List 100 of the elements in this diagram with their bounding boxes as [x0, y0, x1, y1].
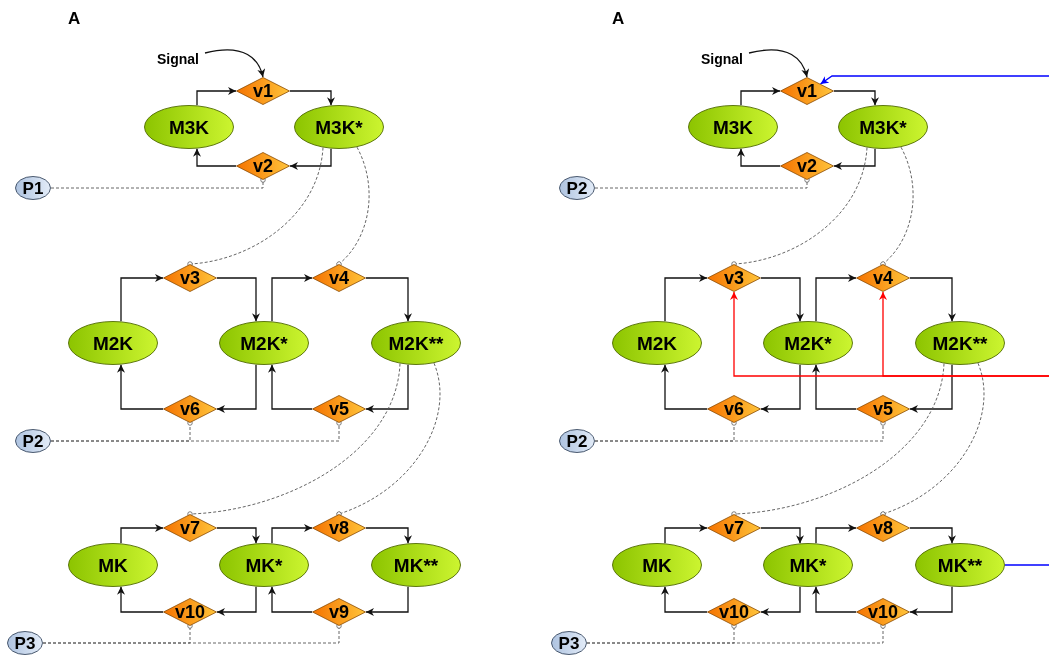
- arrow: [833, 148, 876, 170]
- arrow: [879, 291, 1049, 377]
- node-label: MK: [98, 555, 128, 575]
- reaction-diamond: [312, 395, 366, 423]
- arrow: [760, 364, 801, 413]
- arrow: [760, 527, 804, 544]
- arrow: [664, 274, 708, 322]
- phosphatase-oval: [559, 176, 595, 200]
- species-ellipse: [371, 321, 461, 365]
- reaction-diamond: [163, 264, 217, 292]
- panel-label: A: [612, 10, 625, 27]
- arrow: [365, 277, 412, 322]
- arrow: [271, 274, 313, 322]
- arrow: [909, 364, 953, 413]
- arrow: [289, 148, 332, 170]
- arrow: [268, 586, 313, 613]
- node-label: v8: [329, 519, 349, 537]
- arrow: [909, 586, 953, 616]
- node-label: v6: [180, 400, 200, 418]
- species-ellipse: [68, 321, 158, 365]
- reaction-diamond: [312, 514, 366, 542]
- reaction-diamond: [163, 598, 217, 626]
- node-label: M3K*: [315, 117, 363, 137]
- reaction-diamond: [707, 395, 761, 423]
- arrow: [271, 524, 313, 544]
- node-label: v3: [724, 269, 744, 287]
- arrow: [661, 364, 708, 410]
- node-label: v5: [873, 400, 893, 418]
- reaction-diamond: [856, 514, 910, 542]
- species-ellipse: [219, 321, 309, 365]
- phosphatase-oval: [15, 429, 51, 453]
- node-label: P3: [14, 634, 36, 652]
- arrow: [365, 364, 409, 413]
- reaction-diamond: [163, 395, 217, 423]
- arrow: [737, 148, 781, 167]
- arrow: [289, 90, 335, 106]
- arrow: [365, 586, 409, 616]
- reaction-diamond: [707, 514, 761, 542]
- node-label: MK*: [789, 555, 827, 575]
- node-label: P2: [22, 432, 44, 450]
- node-label: M2K*: [784, 333, 832, 353]
- panel-label: A: [68, 10, 81, 27]
- node-label: v1: [253, 82, 273, 100]
- node-label: M2K: [92, 333, 134, 353]
- arrow: [909, 527, 956, 544]
- arrow: [661, 586, 708, 613]
- node-label: v1: [797, 82, 817, 100]
- arrow: [268, 364, 313, 410]
- phosphatase-oval: [15, 176, 51, 200]
- node-label: M2K: [636, 333, 678, 353]
- node-label: v7: [180, 519, 200, 537]
- species-ellipse: [838, 105, 928, 149]
- phosphatase-oval: [7, 631, 43, 655]
- arrow: [216, 586, 257, 616]
- arrow: [819, 75, 1049, 85]
- node-label: M3K*: [859, 117, 907, 137]
- phosphatase-oval: [551, 631, 587, 655]
- reaction-diamond: [163, 514, 217, 542]
- arrow: [760, 586, 801, 616]
- node-label: v6: [724, 400, 744, 418]
- arrow: [815, 274, 857, 322]
- node-label: M3K: [712, 117, 754, 137]
- node-label: v10: [174, 603, 205, 621]
- arrow: [120, 524, 164, 544]
- node-label: v3: [180, 269, 200, 287]
- reaction-diamond: [236, 77, 290, 105]
- reaction-diamond: [856, 598, 910, 626]
- node-label: M2K*: [240, 333, 288, 353]
- phosphatase-oval: [559, 429, 595, 453]
- species-ellipse: [612, 321, 702, 365]
- reaction-diamond: [856, 264, 910, 292]
- species-ellipse: [68, 543, 158, 587]
- arrow: [193, 148, 237, 167]
- arrow: [812, 586, 857, 613]
- species-ellipse: [371, 543, 461, 587]
- node-label: P1: [22, 179, 44, 197]
- node-label: v2: [253, 157, 273, 175]
- node-label: MK*: [245, 555, 283, 575]
- node-label: v10: [867, 603, 898, 621]
- species-ellipse: [915, 321, 1005, 365]
- node-label: P2: [566, 432, 588, 450]
- arrow: [812, 364, 857, 410]
- arrow: [815, 524, 857, 544]
- node-label: v9: [329, 603, 349, 621]
- species-ellipse: [144, 105, 234, 149]
- species-ellipse: [688, 105, 778, 149]
- node-label: M2K**: [388, 333, 444, 353]
- reaction-diamond: [312, 598, 366, 626]
- node-label: v4: [329, 269, 349, 287]
- reaction-diamond: [780, 77, 834, 105]
- node-label: v7: [724, 519, 744, 537]
- arrow: [748, 49, 809, 78]
- signal-label: Signal: [149, 50, 207, 68]
- reaction-diamond: [707, 598, 761, 626]
- arrow: [117, 364, 164, 410]
- arrow: [216, 364, 257, 413]
- node-label: v10: [718, 603, 749, 621]
- reaction-diamond: [236, 152, 290, 180]
- node-label: M3K: [168, 117, 210, 137]
- arrow: [204, 49, 265, 78]
